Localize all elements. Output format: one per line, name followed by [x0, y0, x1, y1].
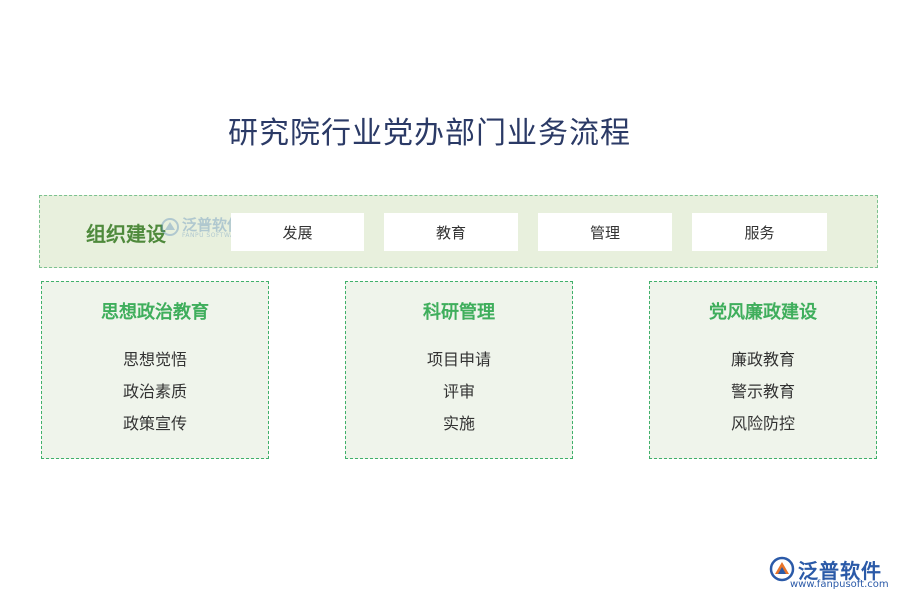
org-item-development: 发展: [231, 213, 364, 251]
category-integrity-building: 党风廉政建设 廉政教育 警示教育 风险防控: [649, 281, 877, 459]
brand-name: 泛普软件: [798, 559, 882, 583]
category-item: 政治素质: [122, 382, 187, 401]
org-building-label: 组织建设: [86, 222, 166, 246]
brand-url[interactable]: www.fanpusoft.com: [790, 579, 889, 590]
category-title: 思想政治教育: [101, 302, 209, 323]
org-item-education: 教育: [384, 213, 518, 251]
watermark-logo-icon: [161, 218, 179, 236]
org-item-service: 服务: [692, 213, 827, 251]
watermark-logo: 泛普软件 FANPU SOFTWARE: [160, 214, 250, 240]
category-ideological-education: 思想政治教育 思想觉悟 政治素质 政策宣传: [41, 281, 269, 459]
category-item: 评审: [442, 382, 475, 401]
category-title: 党风廉政建设: [709, 302, 817, 323]
category-item: 项目申请: [426, 350, 491, 369]
category-item: 实施: [442, 414, 475, 433]
category-item: 警示教育: [730, 382, 795, 401]
category-item: 政策宣传: [122, 414, 187, 433]
org-item-management: 管理: [538, 213, 672, 251]
category-research-management: 科研管理 项目申请 评审 实施: [345, 281, 573, 459]
page-title: 研究院行业党办部门业务流程: [228, 116, 631, 151]
category-item: 风险防控: [730, 414, 795, 433]
brand-logo: 泛普软件 www.fanpusoft.com: [768, 553, 892, 593]
watermark-subtitle: FANPU SOFTWARE: [182, 232, 244, 239]
category-item: 思想觉悟: [122, 350, 187, 369]
watermark-name: 泛普软件: [182, 216, 243, 234]
category-title: 科研管理: [423, 302, 495, 323]
category-item: 廉政教育: [730, 350, 795, 369]
brand-logo-icon: [769, 556, 795, 582]
